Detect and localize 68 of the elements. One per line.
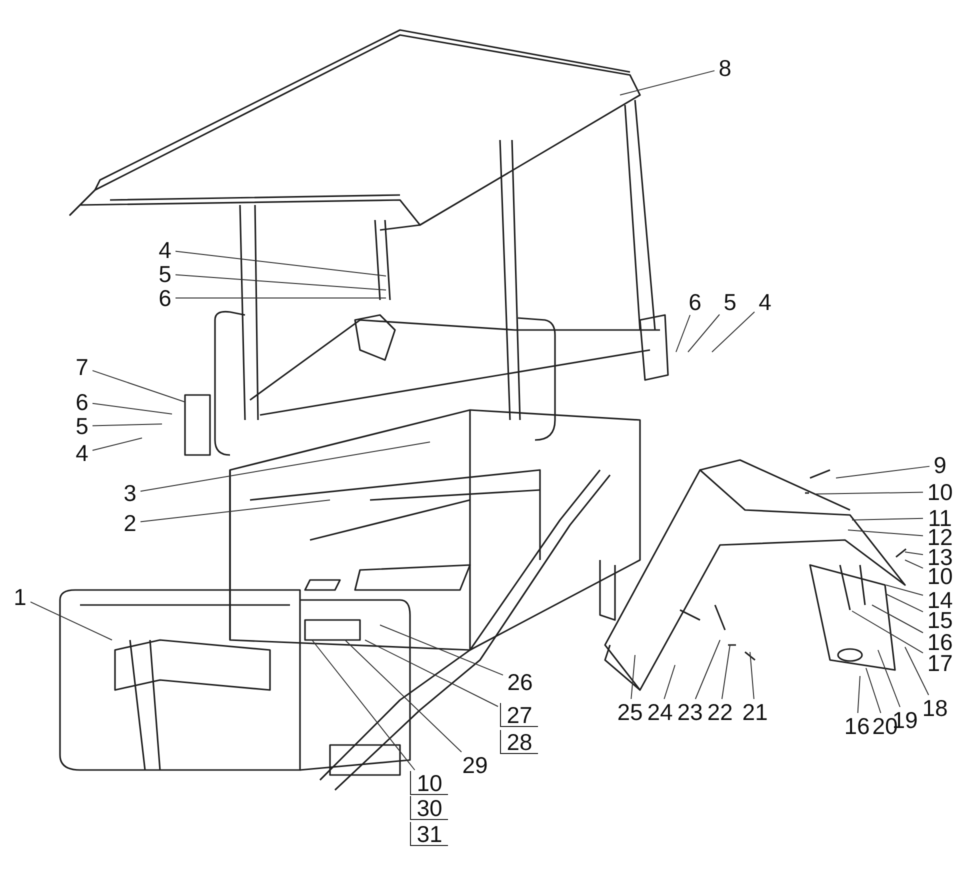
leader-line (688, 314, 720, 352)
leader-line (852, 610, 924, 654)
leader-line (857, 676, 860, 714)
leader-line (872, 604, 924, 634)
leader-line (721, 644, 730, 700)
leader-line (344, 640, 462, 752)
callout-number: 10 (410, 771, 448, 795)
leader-line (140, 442, 430, 492)
leader-line (175, 250, 386, 276)
callout-number: 21 (740, 700, 770, 724)
leader-line (852, 518, 924, 520)
leader-line (712, 311, 755, 352)
leader-line (92, 370, 186, 402)
leader-line (630, 654, 636, 700)
leader-line (904, 560, 924, 569)
callout-number: 22 (705, 700, 735, 724)
callout-number: 4 (74, 441, 90, 465)
callout-number: 1 (12, 585, 28, 609)
callout-number: 24 (645, 700, 675, 724)
leader-line (866, 668, 882, 714)
callout-number: 31 (410, 822, 448, 846)
leader-line (92, 438, 142, 451)
leader-line (886, 594, 924, 612)
callout-number: 16 (842, 714, 872, 738)
leader-line (904, 646, 930, 696)
leader-line (312, 640, 416, 770)
callout-number: 29 (460, 753, 490, 777)
leader-line (30, 601, 112, 640)
callout-number: 9 (932, 453, 948, 477)
leader-line (904, 552, 924, 556)
callout-number: 30 (410, 796, 448, 820)
leader-line (694, 640, 720, 700)
callout-number: 16 (925, 630, 955, 654)
callout-number: 7 (74, 355, 90, 379)
callout-number: 28 (500, 730, 538, 754)
callout-number: 5 (156, 262, 174, 286)
callout-number: 27 (500, 703, 538, 727)
leader-line (364, 640, 498, 707)
callout-number: 17 (925, 651, 955, 675)
callout-number: 25 (615, 700, 645, 724)
callout-number: 5 (722, 290, 738, 314)
leader-line (676, 314, 691, 352)
leader-line (140, 500, 330, 522)
leader-line (848, 530, 924, 536)
callout-number: 4 (756, 290, 774, 314)
callout-number: 6 (686, 290, 704, 314)
leader-line (92, 402, 172, 414)
leader-line (878, 650, 900, 708)
leader-line (620, 70, 715, 96)
callout-number: 26 (505, 670, 535, 694)
callout-number: 6 (156, 286, 174, 310)
callout-number: 8 (716, 56, 734, 80)
callout-number: 6 (74, 390, 90, 414)
callout-number: 3 (122, 481, 138, 505)
leader-line (750, 652, 754, 700)
leader-line (92, 424, 162, 426)
leader-line (664, 664, 676, 700)
leader-line (175, 274, 386, 290)
callout-number: 10 (925, 480, 955, 504)
leader-line (380, 624, 504, 676)
callout-number: 23 (675, 700, 705, 724)
leader-line (886, 584, 924, 596)
leader-line (814, 492, 924, 494)
leader-line (836, 466, 930, 478)
callout-number: 4 (156, 238, 174, 262)
callout-number: 5 (74, 414, 90, 438)
callout-number: 2 (122, 511, 138, 535)
callout-number: 18 (920, 696, 950, 720)
